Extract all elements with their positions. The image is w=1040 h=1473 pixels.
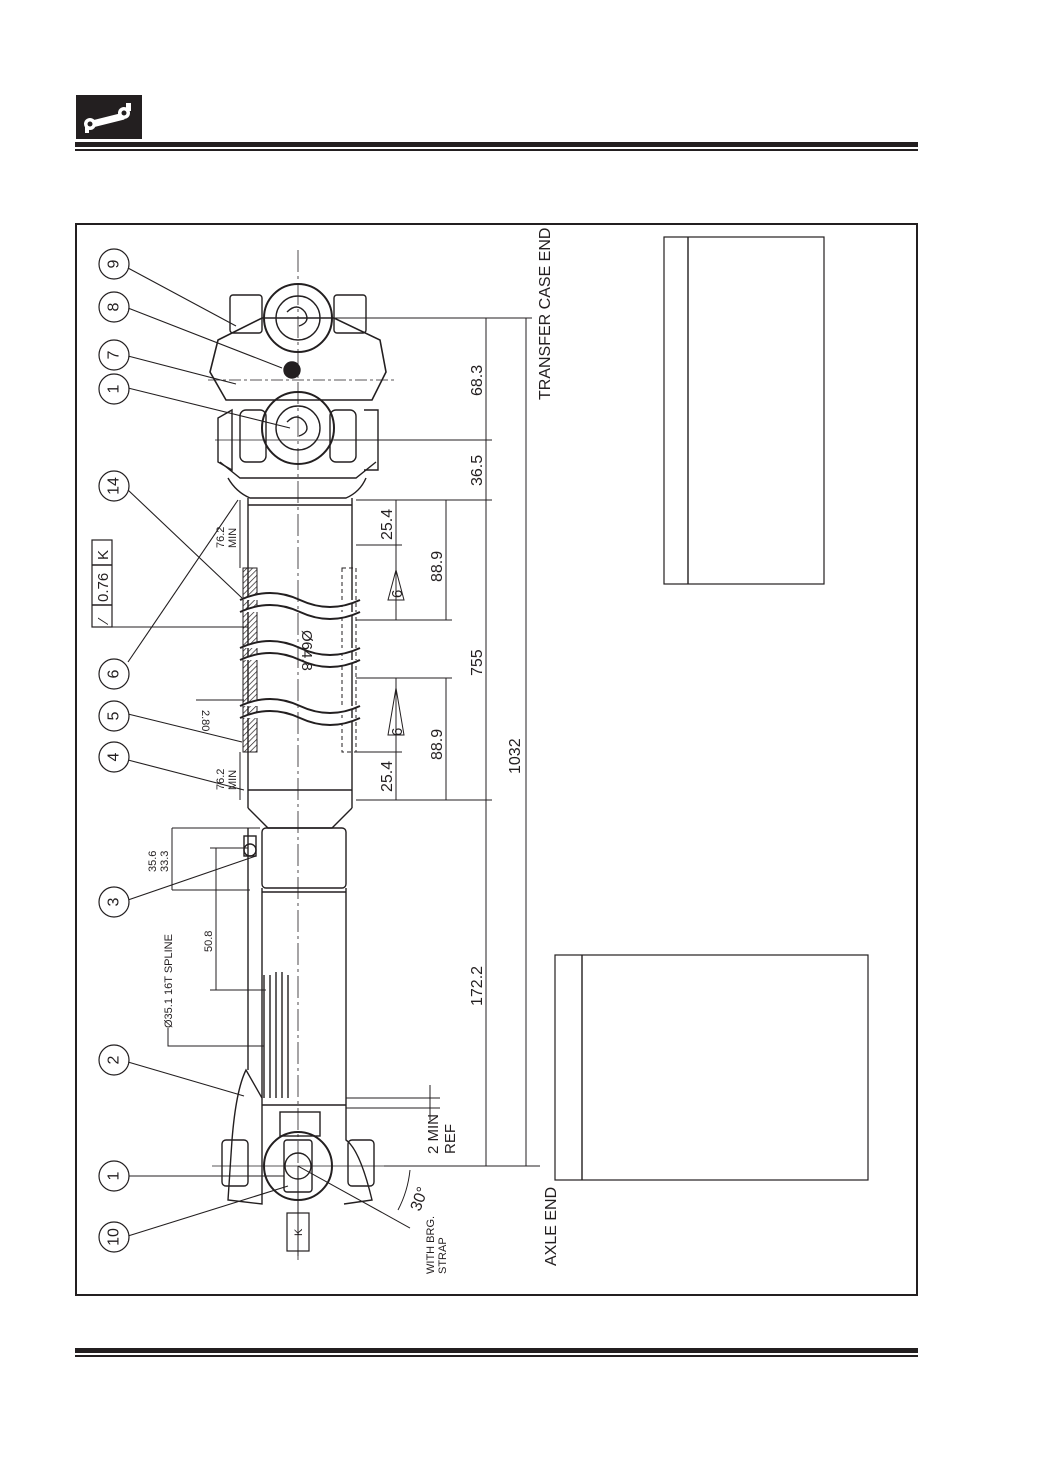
callout-6: 6 — [106, 669, 123, 678]
dim-755: 755 — [469, 649, 486, 676]
dim-76-2-upper: 76.2 — [215, 527, 227, 548]
dim-33-3: 33.3 — [159, 851, 171, 872]
header-rule-thin — [75, 149, 918, 151]
driveshaft-icon — [76, 95, 142, 139]
callout-2: 2 — [106, 1055, 123, 1064]
slip-joint — [243, 807, 353, 1098]
weld-lower: 6 — [389, 728, 406, 736]
callout-circles — [98, 248, 130, 1253]
label-with-brg: WITH BRG. — [425, 1216, 437, 1274]
dimension-lines — [110, 317, 540, 1256]
dim-88-9-upper: 88.9 — [429, 551, 446, 582]
dim-36-5: 36.5 — [469, 455, 486, 486]
label-spline: Ø35.1 16T SPLINE — [163, 934, 175, 1028]
label-min-upper: MIN — [227, 528, 239, 548]
callout-1-lower: 1 — [106, 1171, 123, 1180]
label-axle-end: AXLE END — [543, 1187, 560, 1266]
label-wall: 2.80 — [199, 710, 211, 731]
tolerance-symbol: ⁄ — [95, 617, 112, 626]
callout-1-upper: 1 — [106, 384, 123, 393]
callout-4: 4 — [106, 752, 123, 761]
upper-yoke-assembly — [208, 283, 396, 499]
drawing-frame — [75, 223, 918, 1296]
callout-5: 5 — [106, 711, 123, 720]
tube — [239, 498, 361, 808]
callout-14: 14 — [106, 477, 123, 495]
footer-rule-thick — [75, 1348, 918, 1353]
callout-3: 3 — [106, 897, 123, 906]
header-rule-thick — [75, 142, 918, 147]
label-strap: STRAP — [437, 1237, 449, 1274]
weld-upper: 6 — [389, 590, 406, 598]
dim-35-6: 35.6 — [147, 851, 159, 872]
label-min-lower: MIN — [227, 770, 239, 790]
dim-172-2: 172.2 — [469, 966, 486, 1006]
tolerance-datum: K — [95, 550, 112, 560]
callout-9: 9 — [106, 259, 123, 268]
callout-leaders — [127, 267, 291, 1237]
dim-68-3: 68.3 — [469, 365, 486, 396]
label-angle: 30° — [408, 1185, 432, 1214]
datum-k-label: K — [293, 1228, 305, 1236]
label-2-min: 2 MIN — [425, 1114, 442, 1154]
tolerance-value: 0.76 — [95, 573, 112, 602]
callout-10: 10 — [106, 1228, 123, 1246]
dim-50-8: 50.8 — [203, 931, 215, 952]
callout-7: 7 — [106, 350, 123, 359]
label-transfer-case-end: TRANSFER CASE END — [537, 228, 554, 400]
dim-25-4-lower: 25.4 — [379, 761, 396, 792]
callout-8: 8 — [106, 302, 123, 311]
label-diameter: Ø64.8 — [298, 630, 315, 671]
dim-1032: 1032 — [507, 738, 524, 774]
label-ref: REF — [442, 1124, 459, 1154]
footer-rule-thin — [75, 1355, 918, 1357]
dim-25-4-upper: 25.4 — [379, 509, 396, 540]
dim-88-9-lower: 88.9 — [429, 729, 446, 760]
dim-76-2-lower: 76.2 — [215, 769, 227, 790]
